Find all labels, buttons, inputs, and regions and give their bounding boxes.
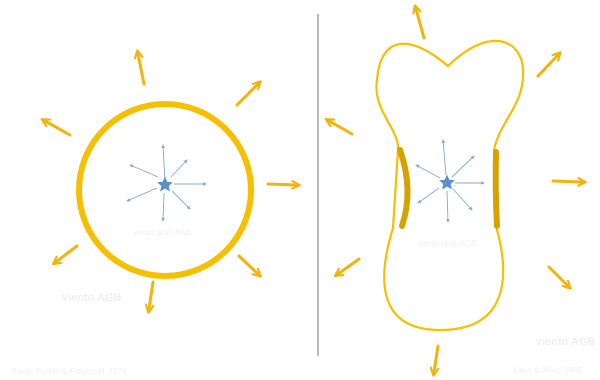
outer-wind-arrow <box>268 184 296 185</box>
outer-wind-arrow <box>237 84 258 105</box>
dense-waist-right <box>496 152 497 226</box>
outer-wind-arrow <box>239 256 258 274</box>
right-inner-wind-label: viento post-AGB <box>418 239 476 248</box>
dense-waist-left <box>400 150 408 226</box>
outer-wind-arrow <box>538 55 558 76</box>
inner-wind-arrow <box>418 188 439 203</box>
inner-wind-arrow <box>452 156 474 177</box>
inner-wind-arrow <box>453 189 472 210</box>
outer-wind-arrow <box>338 259 359 274</box>
outer-wind-arrow <box>416 9 424 38</box>
right-citation: Kahn & West, 1985 <box>513 366 582 375</box>
outer-wind-arrow <box>549 267 568 286</box>
left-inner-wind-label: viento post-AGB <box>133 228 191 237</box>
inner-wind-arrow <box>163 145 165 182</box>
inner-wind-arrow <box>171 160 187 177</box>
right-panel <box>329 9 582 372</box>
right-outer-wind-label: viento AGB <box>536 336 596 348</box>
right-outer-arrows <box>329 9 582 372</box>
inner-wind-arrow <box>172 191 190 209</box>
spherical-shell <box>79 104 251 276</box>
left-outer-wind-label: viento AGB <box>62 292 122 304</box>
outer-wind-arrow <box>434 346 438 372</box>
outer-wind-arrow <box>149 282 153 309</box>
inner-wind-arrow <box>416 165 440 178</box>
left-citation: Kwok, Purton & Fitzgerald, 1978 <box>12 367 127 376</box>
outer-wind-arrow <box>45 121 70 135</box>
star-icon <box>157 177 173 192</box>
outer-wind-arrow <box>553 181 582 182</box>
left-panel <box>45 54 296 309</box>
inner-wind-arrow <box>447 191 448 222</box>
inner-wind-arrow <box>127 188 157 201</box>
left-outer-arrows <box>45 54 296 309</box>
outer-wind-arrow <box>56 246 77 262</box>
outer-wind-arrow <box>329 121 352 134</box>
inner-wind-arrow <box>163 193 164 221</box>
inner-wind-arrow <box>443 140 446 175</box>
inner-wind-arrow <box>130 165 158 177</box>
outer-wind-arrow <box>138 54 144 84</box>
